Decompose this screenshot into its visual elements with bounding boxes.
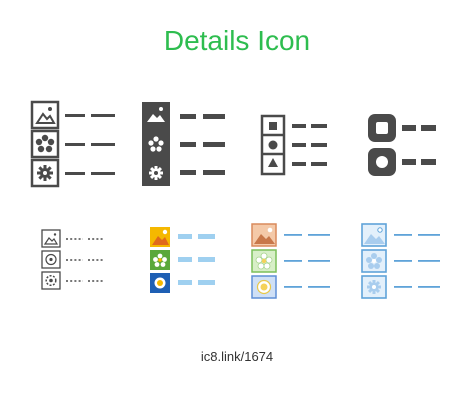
details-icon-color-flat bbox=[150, 227, 215, 293]
details-icon-blue-outline bbox=[361, 223, 440, 299]
page-title: Details Icon bbox=[163, 25, 311, 56]
footer-link-text[interactable]: ic8.link/1674 bbox=[200, 349, 274, 364]
details-icon-ios-outline bbox=[30, 100, 115, 188]
details-icon-filled-dark bbox=[142, 102, 225, 186]
details-icon-shapes bbox=[260, 114, 327, 176]
details-icon-rounded bbox=[368, 114, 436, 176]
details-icon-thin-dotted bbox=[41, 229, 104, 290]
details-icon-color-soft bbox=[251, 223, 330, 299]
